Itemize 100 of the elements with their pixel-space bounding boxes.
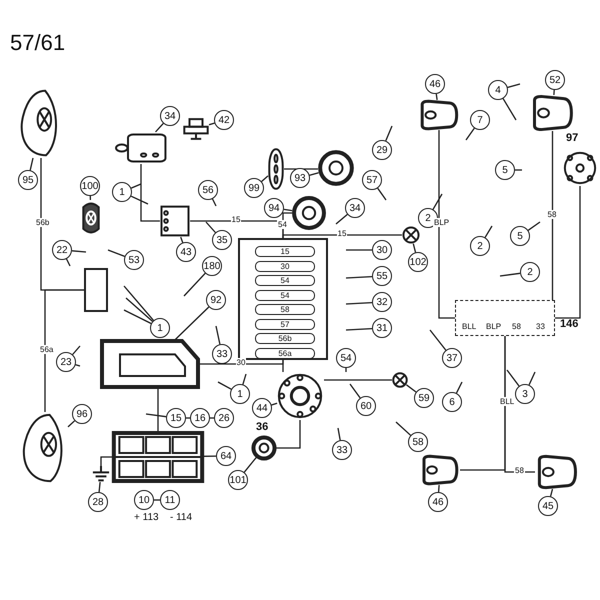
leader-line [215, 326, 221, 344]
callout-number: 42 [214, 110, 234, 130]
callout-number: 15 [166, 408, 186, 428]
leader-line [336, 214, 348, 224]
fuse: 56b [255, 333, 315, 344]
callout-number: 5 [495, 160, 515, 180]
callout-number: 34 [345, 198, 365, 218]
terminal-label: 58 [512, 322, 521, 331]
callout-number: 16 [190, 408, 210, 428]
leader-line [500, 272, 520, 277]
fuse: 57 [255, 318, 315, 330]
leader-line [377, 188, 387, 200]
leader-line [124, 286, 154, 321]
callout-number: 46 [425, 74, 445, 94]
wire-label: BLP [433, 218, 450, 227]
callout-number: 93 [290, 168, 310, 188]
wire-label: 56b [35, 218, 50, 227]
callout-number: 34 [160, 106, 180, 126]
leader-line [204, 455, 216, 457]
callout-number: 99 [244, 178, 264, 198]
fuse-box [238, 238, 328, 360]
leader-line [412, 244, 416, 252]
callout-number: 59 [414, 388, 434, 408]
wire [140, 164, 160, 222]
leader-line [528, 221, 540, 231]
leader-line [261, 175, 268, 182]
leader-line [432, 194, 443, 210]
connector [84, 268, 108, 312]
leader-line [174, 306, 210, 340]
callout-number: 5 [510, 226, 530, 246]
leader-line [346, 328, 372, 331]
leader-line [429, 330, 446, 350]
leader-line [346, 276, 372, 279]
leader-line [66, 258, 71, 266]
callout-number: 55 [372, 266, 392, 286]
leader-line [346, 249, 372, 251]
callout-number: 52 [545, 70, 565, 90]
callout-number: 46 [428, 492, 448, 512]
callout-number: 33 [212, 344, 232, 364]
leader-line [242, 374, 247, 385]
leader-line [72, 250, 86, 253]
callout-number: 96 [72, 404, 92, 424]
callout-number: 100 [80, 176, 100, 196]
sheet-number: 57/61 [10, 30, 66, 56]
leader-line [130, 183, 142, 189]
leader-line [271, 402, 278, 406]
callout-number: 56 [198, 180, 218, 200]
leader-line [528, 372, 536, 386]
fuse: 58 [255, 304, 315, 315]
leader-line [465, 128, 475, 140]
leader-line [146, 413, 166, 418]
leader-line [75, 364, 80, 367]
leader-line [346, 302, 372, 305]
callout-number: 92 [206, 290, 226, 310]
wire-label: 56a [39, 345, 54, 354]
leader-line [406, 384, 416, 393]
leader-line [284, 208, 292, 212]
leader-line [180, 236, 184, 243]
fuse: 54 [255, 275, 315, 286]
wire-label: 54 [277, 220, 288, 228]
callout-number: 1 [230, 384, 250, 404]
callout-number: 4 [488, 80, 508, 100]
terminal-label: 33 [536, 322, 545, 331]
callout-number: 22 [52, 240, 72, 260]
callout-number: 58 [408, 432, 428, 452]
callout-number: 7 [470, 110, 490, 130]
callout-number: 54 [336, 348, 356, 368]
leader-line [396, 422, 412, 436]
callout-number: 60 [356, 396, 376, 416]
wire [282, 360, 284, 372]
leader-line [507, 83, 520, 88]
leader-line [218, 381, 232, 390]
callout-number: 94 [264, 198, 284, 218]
leader-line [456, 382, 463, 394]
part-number: 97 [566, 132, 578, 144]
leader-line [130, 196, 148, 205]
fuse: 30 [255, 260, 315, 272]
leader-line [208, 122, 215, 126]
part-number: 36 [256, 421, 268, 433]
leader-line [206, 222, 216, 233]
callout-number: 64 [216, 446, 236, 466]
part-number: 146 [560, 318, 578, 330]
callout-number: 35 [212, 230, 232, 250]
callout-number: 28 [88, 492, 108, 512]
wire [504, 336, 535, 473]
wire-label: 30 [236, 358, 246, 367]
callout-number: 1 [112, 182, 132, 202]
leader-line [385, 126, 393, 142]
callout-number: 57 [362, 170, 382, 190]
leader-line [90, 196, 92, 200]
leader-line [502, 98, 517, 120]
leader-line [438, 484, 440, 492]
wire-label: 58 [546, 210, 558, 218]
wire [157, 388, 159, 432]
wire [324, 379, 392, 381]
callout-number: 102 [408, 252, 428, 272]
wire-label: BLL [499, 397, 516, 406]
leader-line [98, 482, 101, 492]
callout-number: 31 [372, 318, 392, 338]
leader-line [212, 198, 217, 206]
